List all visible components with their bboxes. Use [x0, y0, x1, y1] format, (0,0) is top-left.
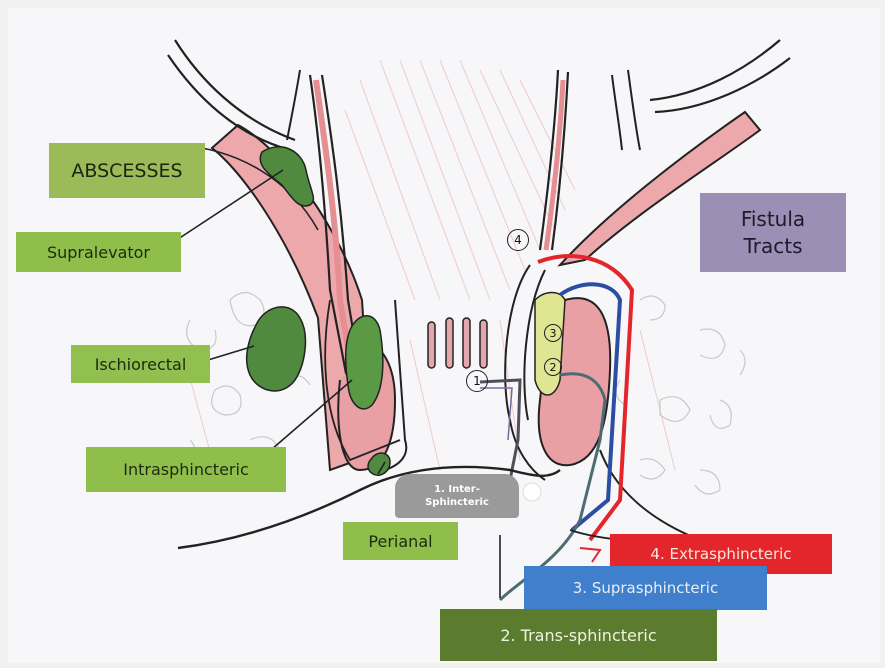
marker-4: 4	[507, 229, 529, 251]
marker-3: 3	[544, 324, 562, 342]
marker-1: 1	[466, 370, 488, 392]
suprasphincteric-label: 3. Suprasphincteric	[524, 566, 767, 610]
inter-exit-marker	[523, 483, 541, 501]
intersphincteric-label-line2: Sphincteric	[425, 496, 489, 509]
extrasphincteric-label-text: 4. Extrasphincteric	[650, 545, 791, 563]
intersphincteric-label-line1: 1. Inter-	[434, 483, 480, 496]
perianal-label: Perianal	[343, 522, 458, 560]
fistula-heading-line1: Fistula	[741, 206, 805, 233]
marker-2: 2	[544, 358, 562, 376]
suprasphincteric-label-text: 3. Suprasphincteric	[573, 579, 718, 597]
supralevator-label-text: Supralevator	[47, 243, 150, 262]
intrasphincteric-label-text: Intrasphincteric	[123, 460, 248, 479]
ischiorectal-label-text: Ischiorectal	[95, 355, 187, 374]
transsphincteric-label: 2. Trans-sphincteric	[440, 609, 717, 661]
intersphincteric-label: 1. Inter- Sphincteric	[395, 474, 519, 518]
ischiorectal-label: Ischiorectal	[71, 345, 210, 383]
fistula-heading-line2: Tracts	[743, 233, 802, 260]
abscesses-heading-text: ABSCESSES	[71, 160, 182, 182]
transsphincteric-label-text: 2. Trans-sphincteric	[500, 626, 656, 645]
fistula-tracts-heading: Fistula Tracts	[700, 193, 846, 272]
abscesses-heading: ABSCESSES	[49, 143, 205, 198]
intrasphincteric-abscess	[346, 316, 383, 409]
perianal-label-text: Perianal	[368, 532, 432, 551]
supralevator-label: Supralevator	[16, 232, 181, 272]
intrasphincteric-label: Intrasphincteric	[86, 447, 286, 492]
right-internal-sphincter	[535, 293, 565, 396]
